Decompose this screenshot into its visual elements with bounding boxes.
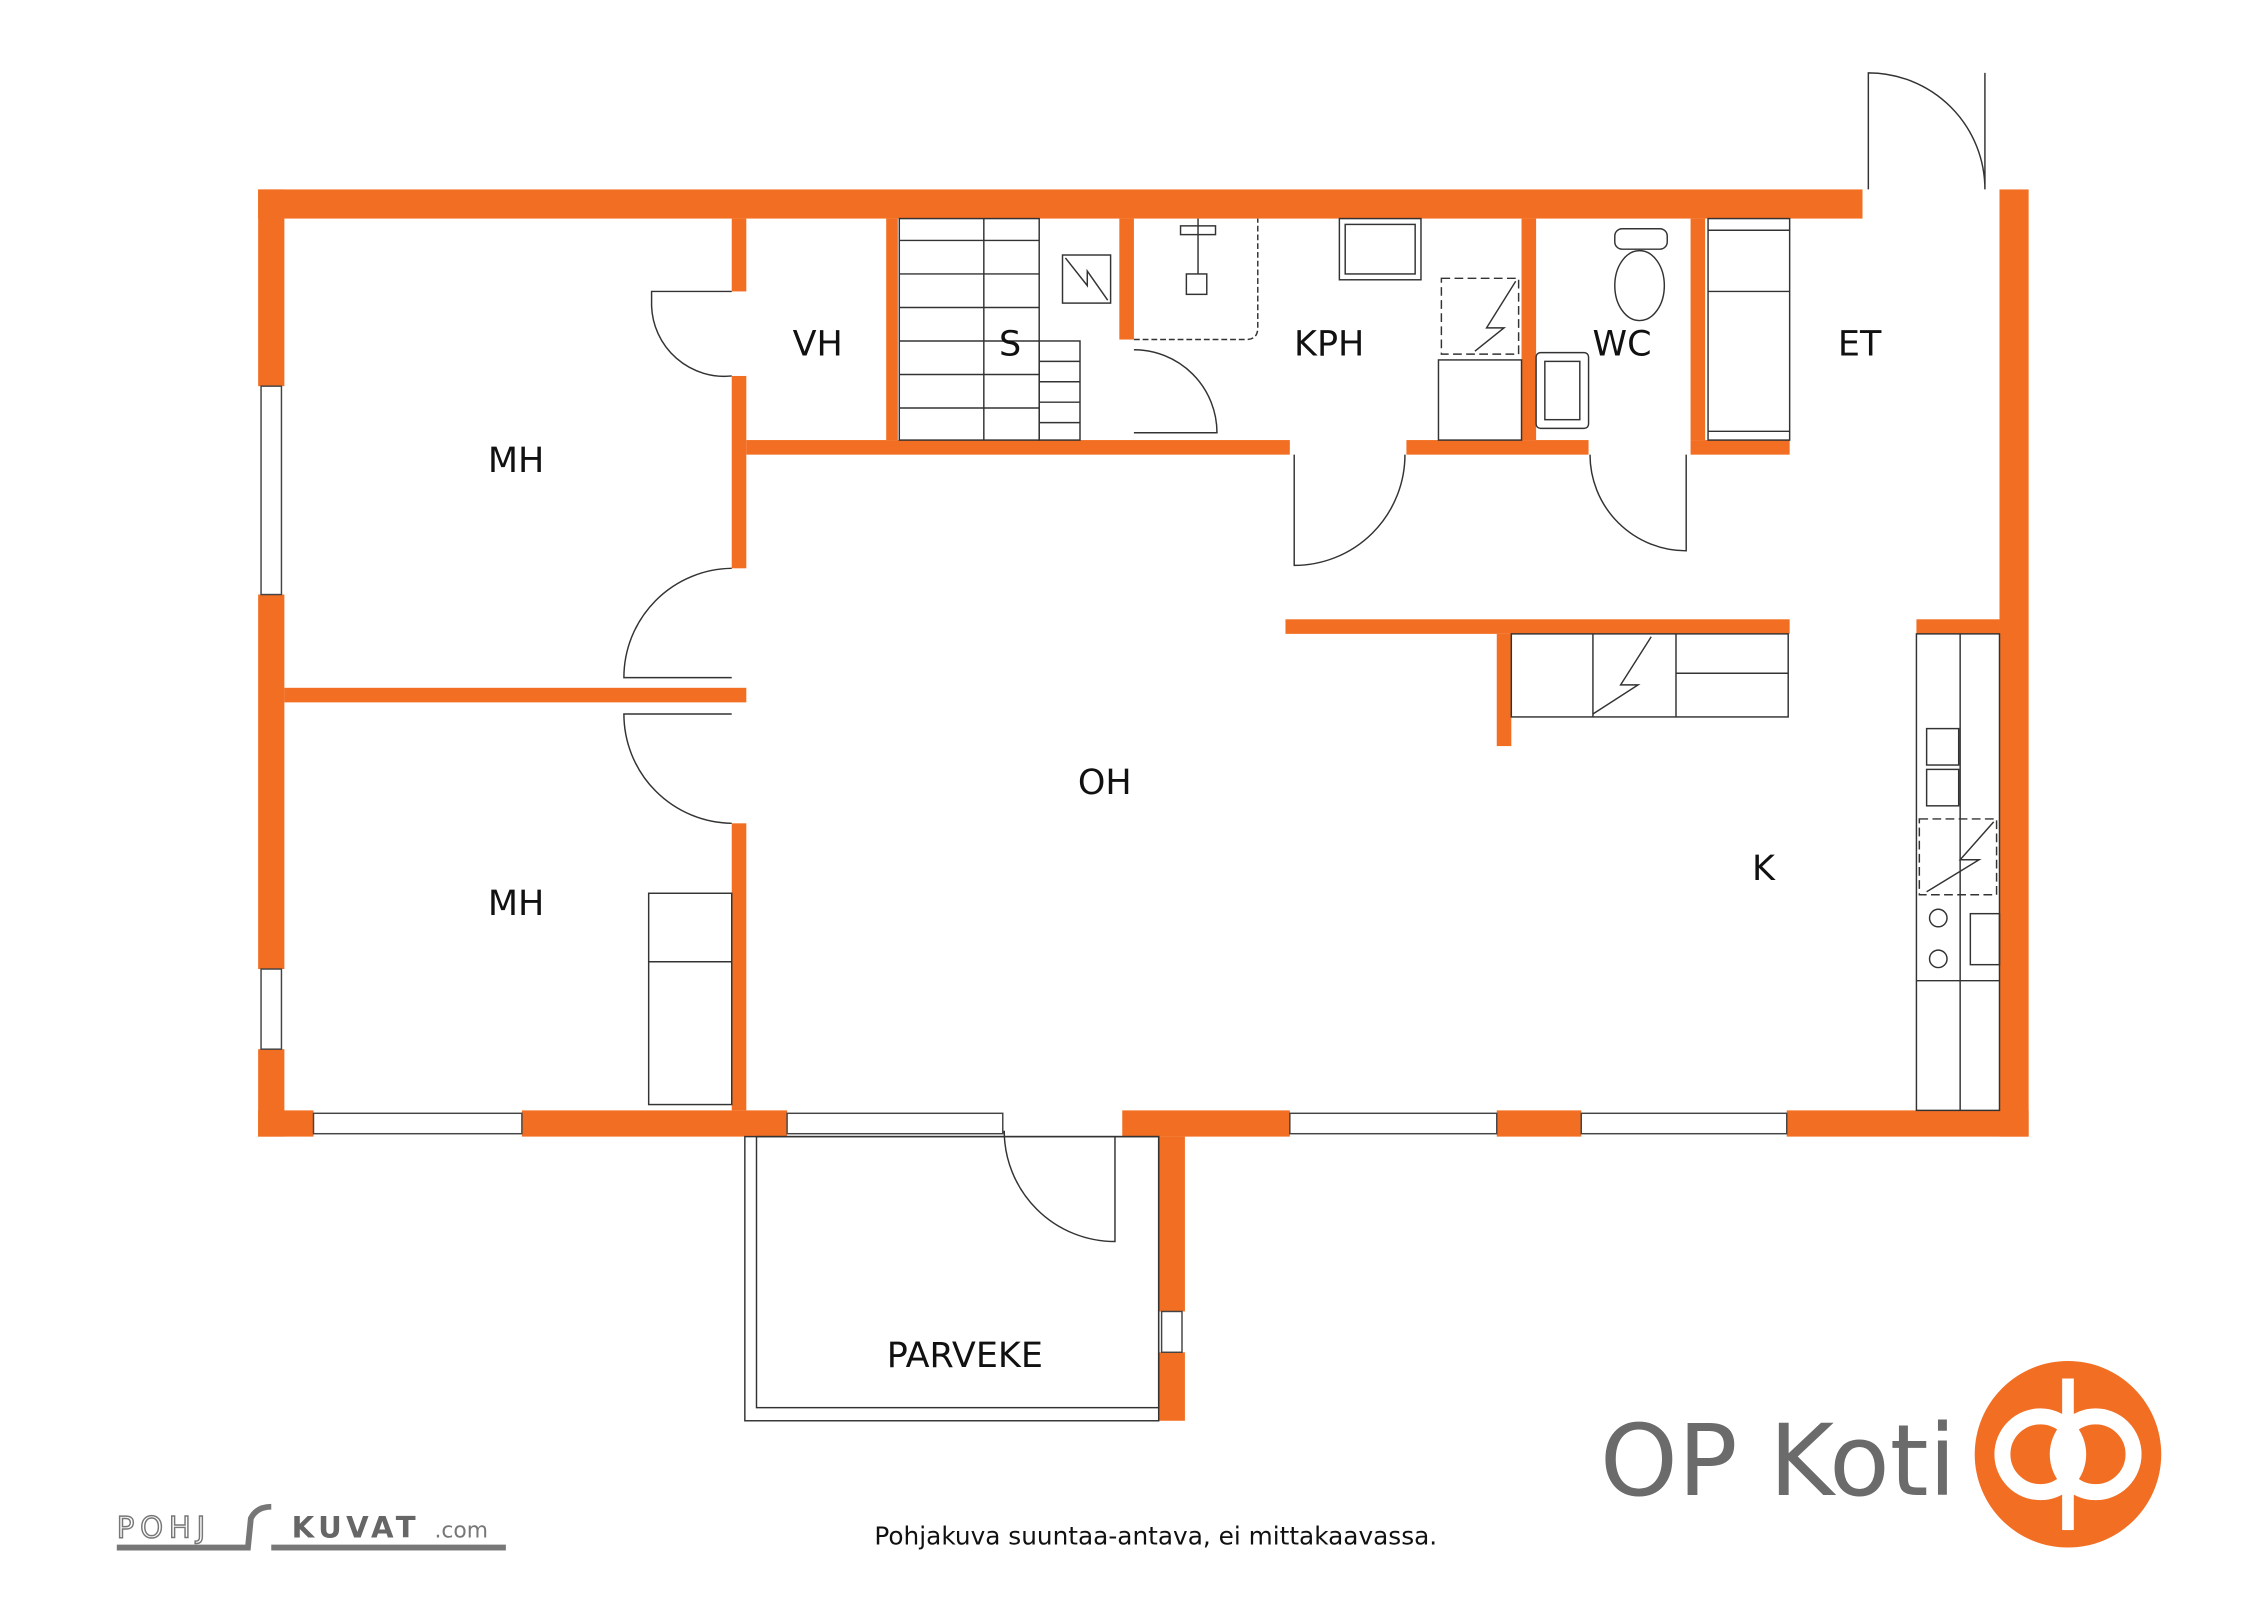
room-label-s: S <box>999 325 1021 365</box>
fixtures <box>647 217 2001 1112</box>
balcony-outline <box>744 1135 1160 1422</box>
room-label-parveke: PARVEKE <box>887 1336 1043 1376</box>
brand-name: OP Koti <box>1600 1404 1956 1519</box>
windows <box>260 385 1788 1354</box>
room-label-vh: VH <box>793 325 843 365</box>
svg-text:POHJ: POHJ <box>117 1510 211 1544</box>
walls <box>258 189 2029 1421</box>
op-logo-icon <box>1974 1361 2162 1548</box>
room-label-mh-lower: MH <box>488 884 544 924</box>
room-label-et: ET <box>1838 325 1882 365</box>
svg-text:.com: .com <box>434 1518 488 1543</box>
room-label-k: K <box>1752 849 1776 889</box>
room-label-oh: OH <box>1078 763 1132 803</box>
pohjakuvat-logo: POHJ KUVAT .com <box>116 1503 506 1551</box>
disclaimer-note: Pohjakuva suuntaa-antava, ei mittakaavas… <box>874 1522 1437 1551</box>
doors <box>623 72 1986 1243</box>
room-labels: MH VH S KPH WC ET MH OH K PARVEKE <box>488 325 1882 1376</box>
room-label-kph: KPH <box>1294 325 1364 365</box>
svg-text:KUVAT: KUVAT <box>292 1510 420 1544</box>
room-label-wc: WC <box>1593 325 1652 365</box>
room-label-mh-upper: MH <box>488 441 544 481</box>
